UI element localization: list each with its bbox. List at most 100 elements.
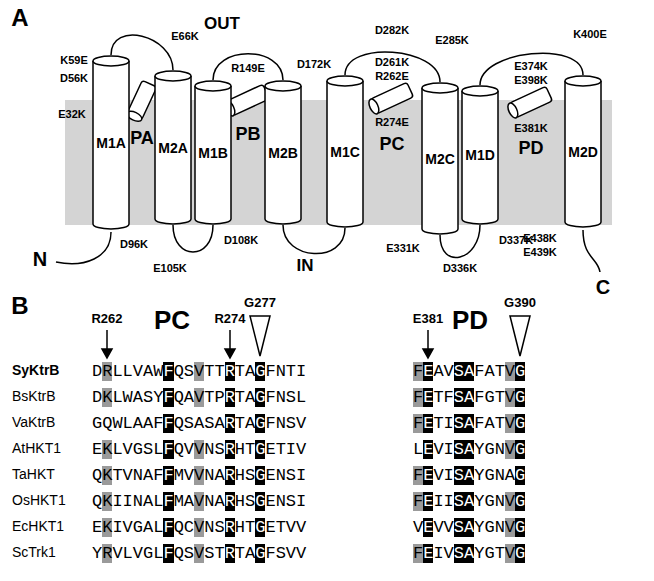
- residue: F: [474, 362, 484, 381]
- mutation-label: D336K: [443, 262, 477, 275]
- residue: V: [505, 518, 515, 537]
- residue: V: [433, 518, 443, 537]
- residue: V: [444, 518, 454, 537]
- residue: I: [296, 362, 306, 381]
- residue: N: [276, 492, 286, 511]
- residue: Q: [174, 518, 184, 537]
- residue: G: [143, 544, 153, 563]
- residue: A: [245, 544, 255, 563]
- residue: N: [495, 518, 505, 537]
- residue: F: [153, 414, 163, 433]
- residue: A: [245, 414, 255, 433]
- sequence-row: QKTVNAFFMVVNARHSGENSI: [92, 466, 306, 486]
- mutation-label: D261K: [375, 56, 409, 69]
- residue: Y: [474, 544, 484, 563]
- residue: K: [102, 492, 112, 511]
- helix-name: M2A: [158, 140, 188, 156]
- sequence-row: VEVVSAYGNVG: [413, 518, 525, 538]
- residue: F: [413, 466, 423, 485]
- residue: R: [225, 466, 235, 485]
- residue: G: [255, 362, 265, 381]
- residue: A: [143, 518, 153, 537]
- species-name: EcHKT1: [12, 518, 64, 534]
- residue: V: [286, 544, 296, 563]
- arrow-head: [423, 349, 433, 358]
- residue: G: [484, 440, 494, 459]
- mutation-label: E285K: [435, 34, 469, 47]
- residue: G: [515, 492, 525, 511]
- residue: V: [184, 440, 194, 459]
- residue: G: [515, 388, 525, 407]
- residue: V: [194, 518, 204, 537]
- residue-label: PD: [452, 306, 488, 336]
- residue-label: R262: [91, 312, 122, 327]
- residue: L: [153, 544, 163, 563]
- residue: I: [286, 440, 296, 459]
- residue: S: [454, 466, 464, 485]
- residue: A: [184, 388, 194, 407]
- residue: A: [464, 544, 474, 563]
- residue: S: [454, 414, 464, 433]
- residue: V: [505, 544, 515, 563]
- species-name: AtHKT1: [12, 440, 61, 456]
- residue: V: [194, 362, 204, 381]
- residue: A: [464, 492, 474, 511]
- residue: S: [184, 414, 194, 433]
- residue: Q: [174, 544, 184, 563]
- pore-helix: [367, 82, 414, 115]
- residue: T: [495, 388, 505, 407]
- residue: S: [286, 492, 296, 511]
- residue: G: [484, 492, 494, 511]
- residue: R: [225, 362, 235, 381]
- helix-cylinder: M1B: [194, 80, 232, 225]
- residue: E: [423, 362, 433, 381]
- residue: F: [413, 492, 423, 511]
- residue: V: [505, 362, 515, 381]
- residue: S: [143, 388, 153, 407]
- residue: A: [214, 466, 224, 485]
- residue: Q: [174, 362, 184, 381]
- species-name: SyKtrB: [12, 362, 59, 378]
- residue: Y: [474, 466, 484, 485]
- residue: G: [515, 440, 525, 459]
- residue: G: [255, 518, 265, 537]
- position-arrow: [106, 330, 108, 350]
- residue: Y: [474, 492, 484, 511]
- residue-label: E381: [413, 312, 443, 327]
- residue: S: [286, 414, 296, 433]
- residue: F: [163, 388, 173, 407]
- residue: S: [204, 544, 214, 563]
- residue: G: [255, 388, 265, 407]
- sequence-row: EKLVGSLFQVVNSRHTGETIV: [92, 440, 306, 460]
- residue: V: [505, 440, 515, 459]
- residue: A: [464, 414, 474, 433]
- residue: R: [225, 544, 235, 563]
- species-name: ScTrk1: [12, 544, 56, 560]
- residue: S: [276, 544, 286, 563]
- residue: F: [413, 362, 423, 381]
- residue: T: [204, 388, 214, 407]
- residue: L: [153, 518, 163, 537]
- sequence-row: FEIISAYGNVG: [413, 492, 525, 512]
- panel-label: N: [33, 248, 47, 271]
- residue: E: [265, 518, 275, 537]
- residue: I: [433, 492, 443, 511]
- residue: A: [464, 440, 474, 459]
- residue: G: [484, 518, 494, 537]
- residue: S: [454, 440, 464, 459]
- residue: F: [413, 544, 423, 563]
- residue: A: [464, 518, 474, 537]
- helix-name: M2D: [568, 144, 598, 160]
- residue: T: [235, 362, 245, 381]
- residue: S: [204, 414, 214, 433]
- sequence-row: FETISAFATVG: [413, 414, 525, 434]
- arrow-head: [102, 349, 112, 358]
- residue: R: [102, 544, 112, 563]
- mutation-label: E105K: [153, 262, 187, 275]
- residue-label: G390: [504, 296, 536, 311]
- panel-label: A: [11, 4, 28, 32]
- residue: S: [454, 544, 464, 563]
- residue: F: [474, 414, 484, 433]
- residue: T: [214, 544, 224, 563]
- mutation-label: E331K: [386, 242, 420, 255]
